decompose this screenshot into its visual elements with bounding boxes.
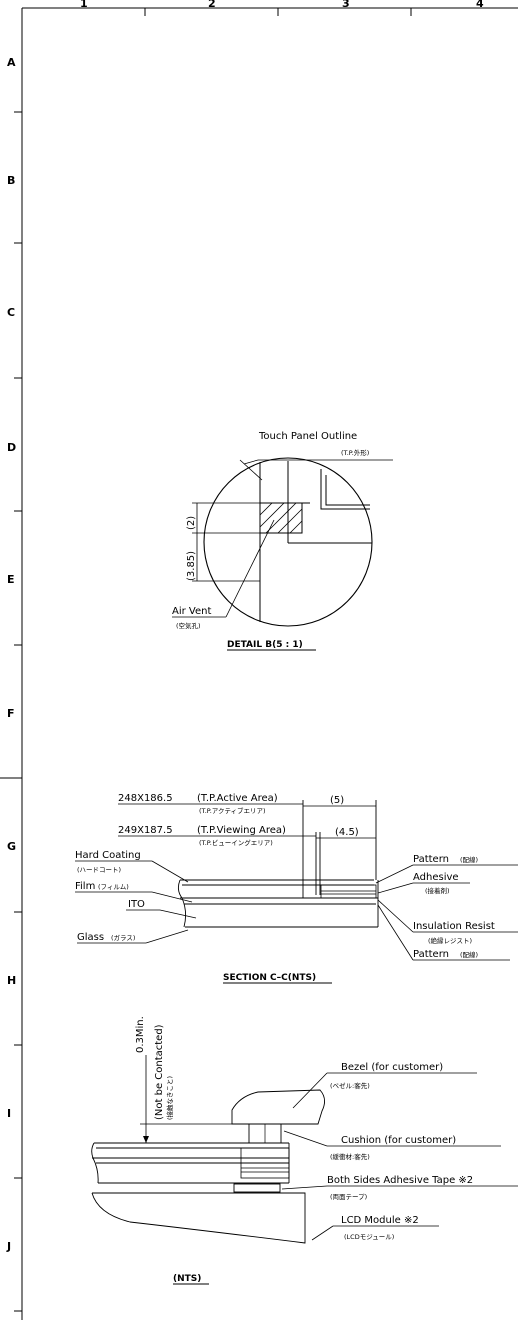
row-label-i: I: [7, 1107, 11, 1120]
row-label-c: C: [7, 306, 15, 319]
row-label-d: D: [7, 441, 16, 454]
insulation-leader: [377, 899, 414, 933]
tape-label: Both Sides Adhesive Tape ※2: [327, 1175, 473, 1186]
hard-coating-leader: [151, 860, 189, 883]
adhesive-sub: (接着剤): [425, 886, 450, 895]
outline-corner-inner: [320, 469, 370, 510]
hard-coating-label: Hard Coating: [75, 850, 141, 861]
row-label-e: E: [7, 573, 15, 586]
film-sub: (フィルム): [98, 883, 129, 891]
insulation-sub: (絶縁レジスト): [428, 936, 472, 945]
viewing-area-label: (T.P.Viewing Area): [197, 825, 286, 836]
not-contacted-sub: (接触なきこと): [165, 1076, 174, 1120]
section-cc-title: SECTION C–C(NTS): [223, 973, 316, 983]
dim-5-label: (5): [330, 795, 344, 806]
pattern-top-label: Pattern: [413, 854, 449, 865]
detail-b-circle: [203, 457, 373, 627]
ito-label: ITO: [128, 899, 145, 910]
panel-edge-block: [240, 1147, 290, 1179]
section-cc-view: (5) (4.5) 248X186.5 (T.P.Active Area) (T…: [75, 793, 518, 984]
row-label-b: B: [7, 174, 15, 187]
air-vent-leader: [225, 519, 275, 618]
adhesive-block: [320, 884, 377, 899]
air-vent-label: Air Vent: [172, 606, 211, 617]
ito-leader: [159, 909, 197, 919]
pattern-top-sub: (配線): [460, 855, 478, 864]
row-label-f: F: [7, 707, 15, 720]
active-area-dims: 248X186.5: [118, 793, 173, 804]
viewing-area-dims: 249X187.5: [118, 825, 173, 836]
active-area-label: (T.P.Active Area): [197, 793, 278, 804]
bezel-leader: [292, 1072, 328, 1109]
lcd-leader: [311, 1225, 334, 1241]
column-label-1: 1: [80, 0, 88, 10]
detail-b-view: (2) (3.85) Touch Panel Outline (T.P.外形) …: [172, 431, 393, 651]
row-label-j: J: [6, 1240, 11, 1253]
column-label-2: 2: [208, 0, 216, 10]
nts-title: (NTS): [173, 1274, 201, 1284]
hard-coating-sub: (ハードコート): [77, 866, 121, 874]
pattern-bottom-label: Pattern: [413, 949, 449, 960]
viewing-area-sub: (T.P.ビューイングエリア): [199, 838, 273, 847]
row-label-a: A: [7, 56, 16, 69]
hatch-line: [265, 502, 297, 534]
pattern-bottom-leader: [377, 904, 414, 961]
active-area-sub: (T.P.アクティブエリア): [199, 806, 266, 815]
column-label-3: 3: [342, 0, 350, 10]
adhesive-leader: [377, 882, 414, 894]
break-line-left: [177, 879, 187, 928]
air-vent-hatch-box: [259, 502, 303, 534]
dim-2-label: (2): [186, 516, 197, 530]
detail-b-title: DETAIL B(5 : 1): [227, 640, 303, 650]
film-leader: [151, 891, 193, 903]
lcd-module: [91, 1192, 306, 1244]
adhesive-tape: [233, 1183, 281, 1193]
cushion-label: Cushion (for customer): [341, 1135, 456, 1146]
not-contacted-label: (Not be Contacted): [154, 1024, 165, 1120]
pattern-bottom-sub: (配線): [460, 950, 478, 959]
insulation-label: Insulation Resist: [413, 921, 495, 932]
hatch-line: [259, 502, 285, 528]
bezel-sub: (ベゼル:客先): [330, 1081, 370, 1090]
air-vent-sub: (空気孔): [176, 621, 201, 630]
film-label: Film: [75, 881, 95, 892]
bezel-label: Bezel (for customer): [341, 1062, 443, 1073]
tape-sub: (両面テープ): [330, 1193, 367, 1201]
nts-view: 0.3Min. (Not be Contacted) (接触なきこと) Beze…: [91, 1016, 518, 1285]
cushion-sub: (緩衝材:客先): [330, 1152, 370, 1161]
pattern-top-leader: [375, 864, 414, 884]
hatch-line: [289, 520, 303, 534]
glass-label: Glass: [77, 932, 104, 943]
cushion-leader: [283, 1130, 328, 1147]
touch-panel-outline-sub: (T.P.外形): [341, 448, 369, 457]
row-label-h: H: [7, 974, 16, 987]
min-gap-arrow: [143, 1136, 149, 1143]
hatch-line: [277, 508, 303, 534]
glass-leader: [145, 929, 189, 944]
outline-corner-inner-2: [325, 475, 370, 506]
outline-leader-2: [239, 459, 263, 481]
dim-3-85-label: (3.85): [186, 551, 197, 581]
tape-leader: [281, 1185, 328, 1190]
lcd-sub: (LCDモジュール): [344, 1233, 394, 1241]
row-label-g: G: [7, 840, 16, 853]
hatch-line: [259, 502, 273, 516]
adhesive-label: Adhesive: [413, 872, 459, 883]
min-gap-label: 0.3Min.: [135, 1016, 146, 1053]
lcd-label: LCD Module ※2: [341, 1215, 419, 1226]
glass-sub: (ガラス): [111, 933, 135, 942]
bezel-shape: [231, 1089, 325, 1125]
column-label-4: 4: [476, 0, 484, 10]
touch-panel-outline-label: Touch Panel Outline: [258, 431, 357, 442]
outline-leader: [243, 459, 259, 465]
dim-4-5-label: (4.5): [335, 827, 359, 838]
panel-break-line: [91, 1142, 99, 1184]
